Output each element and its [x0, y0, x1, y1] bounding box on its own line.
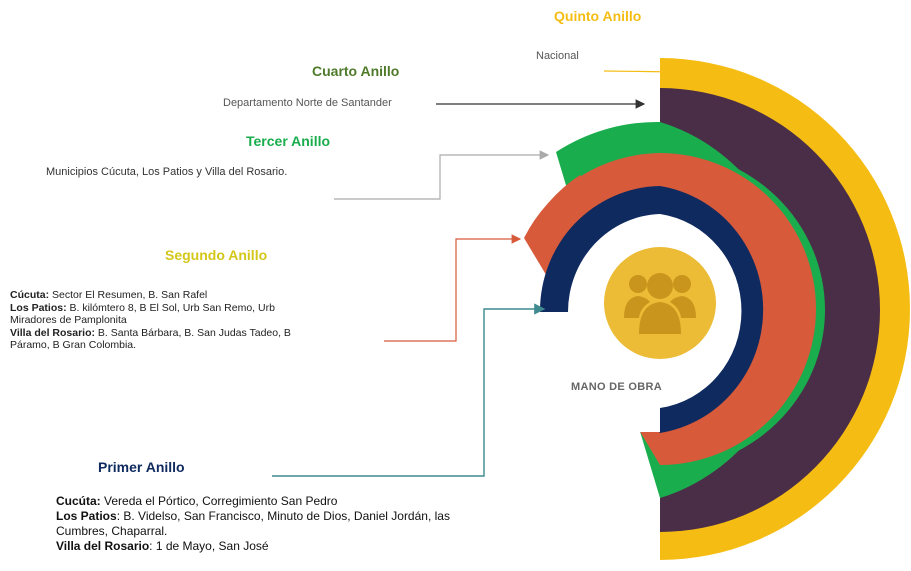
primero-patios-label: Los Patios [56, 509, 117, 523]
segundo-cucuta-label: Cúcuta: [10, 289, 50, 301]
primero-title: Primer Anillo [98, 459, 185, 475]
segundo-villa-text: B. Santa Bárbara, B. San Judas Tadeo, B [95, 326, 291, 339]
primero-patios-text2: Cumbres, Chaparral. [56, 524, 168, 538]
primero-desc: Cucúta: Vereda el Pórtico, Corregimiento… [56, 494, 596, 554]
segundo-patios-text: B. kilómtero 8, B El Sol, Urb San Remo, … [66, 301, 275, 314]
segundo-desc: Cúcuta: Sector El Resumen, B. San Rafel … [10, 289, 390, 352]
cuarto-title: Cuarto Anillo [312, 63, 400, 79]
segundo-patios-text2: Miradores de Pamplonita [10, 314, 127, 326]
segundo-villa-label: Villa del Rosario: [10, 326, 95, 339]
connector-primero [272, 303, 546, 477]
primero-cucuta-text: Vereda el Pórtico, Corregimiento San Ped… [100, 494, 338, 508]
people-group-icon [624, 273, 696, 334]
quinto-title: Quinto Anillo [554, 8, 642, 24]
segundo-title: Segundo Anillo [165, 247, 268, 263]
quinto-desc: Nacional [536, 50, 579, 62]
segundo-patios-label: Los Patios: [10, 301, 67, 314]
primero-patios-text: : B. Videlso, San Francisco, Minuto de D… [116, 509, 450, 523]
connector-tercero [334, 150, 550, 200]
center-label: MANO DE OBRA [571, 381, 662, 393]
cuarto-desc: Departamento Norte de Santander [223, 97, 392, 109]
primero-villa-text: : 1 de Mayo, San José [149, 539, 269, 553]
segundo-cucuta-text: Sector El Resumen, B. San Rafel [49, 289, 208, 301]
tercero-title: Tercer Anillo [246, 133, 331, 149]
tercero-desc: Municipios Cúcuta, Los Patios y Villa de… [46, 166, 288, 178]
primero-cucuta-label: Cucúta: [56, 494, 101, 508]
connector-quinto [603, 67, 682, 77]
connector-segundo [384, 234, 522, 342]
primero-villa-label: Villa del Rosario [56, 539, 150, 553]
segundo-villa-text2: Páramo, B Gran Colombia. [10, 339, 137, 351]
